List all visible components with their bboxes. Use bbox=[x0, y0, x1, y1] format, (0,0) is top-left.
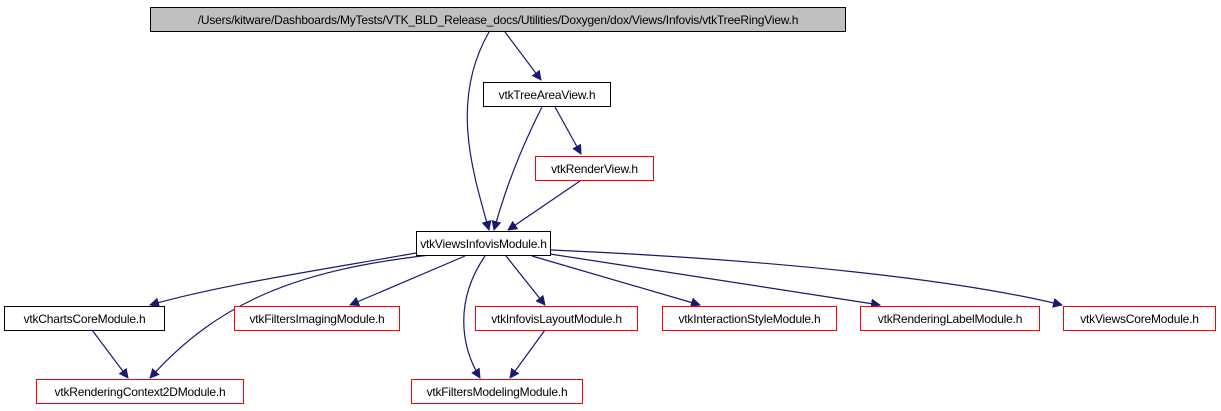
edge-root-to-tree-area-view bbox=[504, 31, 542, 81]
rendering-context2d-module-node[interactable]: vtkRenderingContext2DModule.h bbox=[36, 379, 244, 404]
edge-root-to-views-infovis-module bbox=[466, 31, 492, 231]
charts-core-module-node[interactable]: vtkChartsCoreModule.h bbox=[4, 306, 165, 331]
edge-views-infovis-to-interaction-style bbox=[531, 255, 701, 308]
edge-render-view-to-views-infovis-module bbox=[507, 180, 581, 231]
tree-area-view-node[interactable]: vtkTreeAreaView.h bbox=[483, 82, 611, 107]
views-core-module-node[interactable]: vtkViewsCoreModule.h bbox=[1063, 306, 1216, 331]
render-view-node[interactable]: vtkRenderView.h bbox=[535, 156, 654, 181]
edge-views-infovis-to-rendering-label bbox=[549, 253, 881, 309]
edge-infovis-layout-to-filters-modeling bbox=[509, 329, 546, 379]
edge-tree-area-view-to-views-infovis-module bbox=[491, 106, 543, 231]
edge-tree-area-view-to-render-view bbox=[554, 106, 582, 155]
edge-views-infovis-to-filters-modeling bbox=[463, 255, 486, 379]
interaction-style-module-node[interactable]: vtkInteractionStyleModule.h bbox=[662, 306, 837, 331]
rendering-label-module-node[interactable]: vtkRenderingLabelModule.h bbox=[860, 306, 1040, 331]
root-file-node[interactable]: /Users/kitware/Dashboards/MyTests/VTK_BL… bbox=[150, 7, 846, 32]
edge-views-infovis-to-filters-imaging bbox=[349, 255, 466, 307]
edge-views-infovis-to-infovis-layout bbox=[505, 255, 546, 306]
views-infovis-module-node[interactable]: vtkViewsInfovisModule.h bbox=[416, 231, 551, 256]
edge-charts-core-to-rendering-context2d bbox=[91, 329, 129, 379]
edge-views-infovis-to-rendering-context2d bbox=[149, 254, 431, 379]
filters-imaging-module-node[interactable]: vtkFiltersImagingModule.h bbox=[234, 306, 400, 331]
filters-modeling-module-node[interactable]: vtkFiltersModelingModule.h bbox=[411, 379, 583, 404]
infovis-layout-module-node[interactable]: vtkInfovisLayoutModule.h bbox=[475, 306, 638, 331]
edge-views-infovis-to-views-core bbox=[550, 249, 1063, 308]
edge-views-infovis-to-charts-core bbox=[149, 252, 417, 308]
